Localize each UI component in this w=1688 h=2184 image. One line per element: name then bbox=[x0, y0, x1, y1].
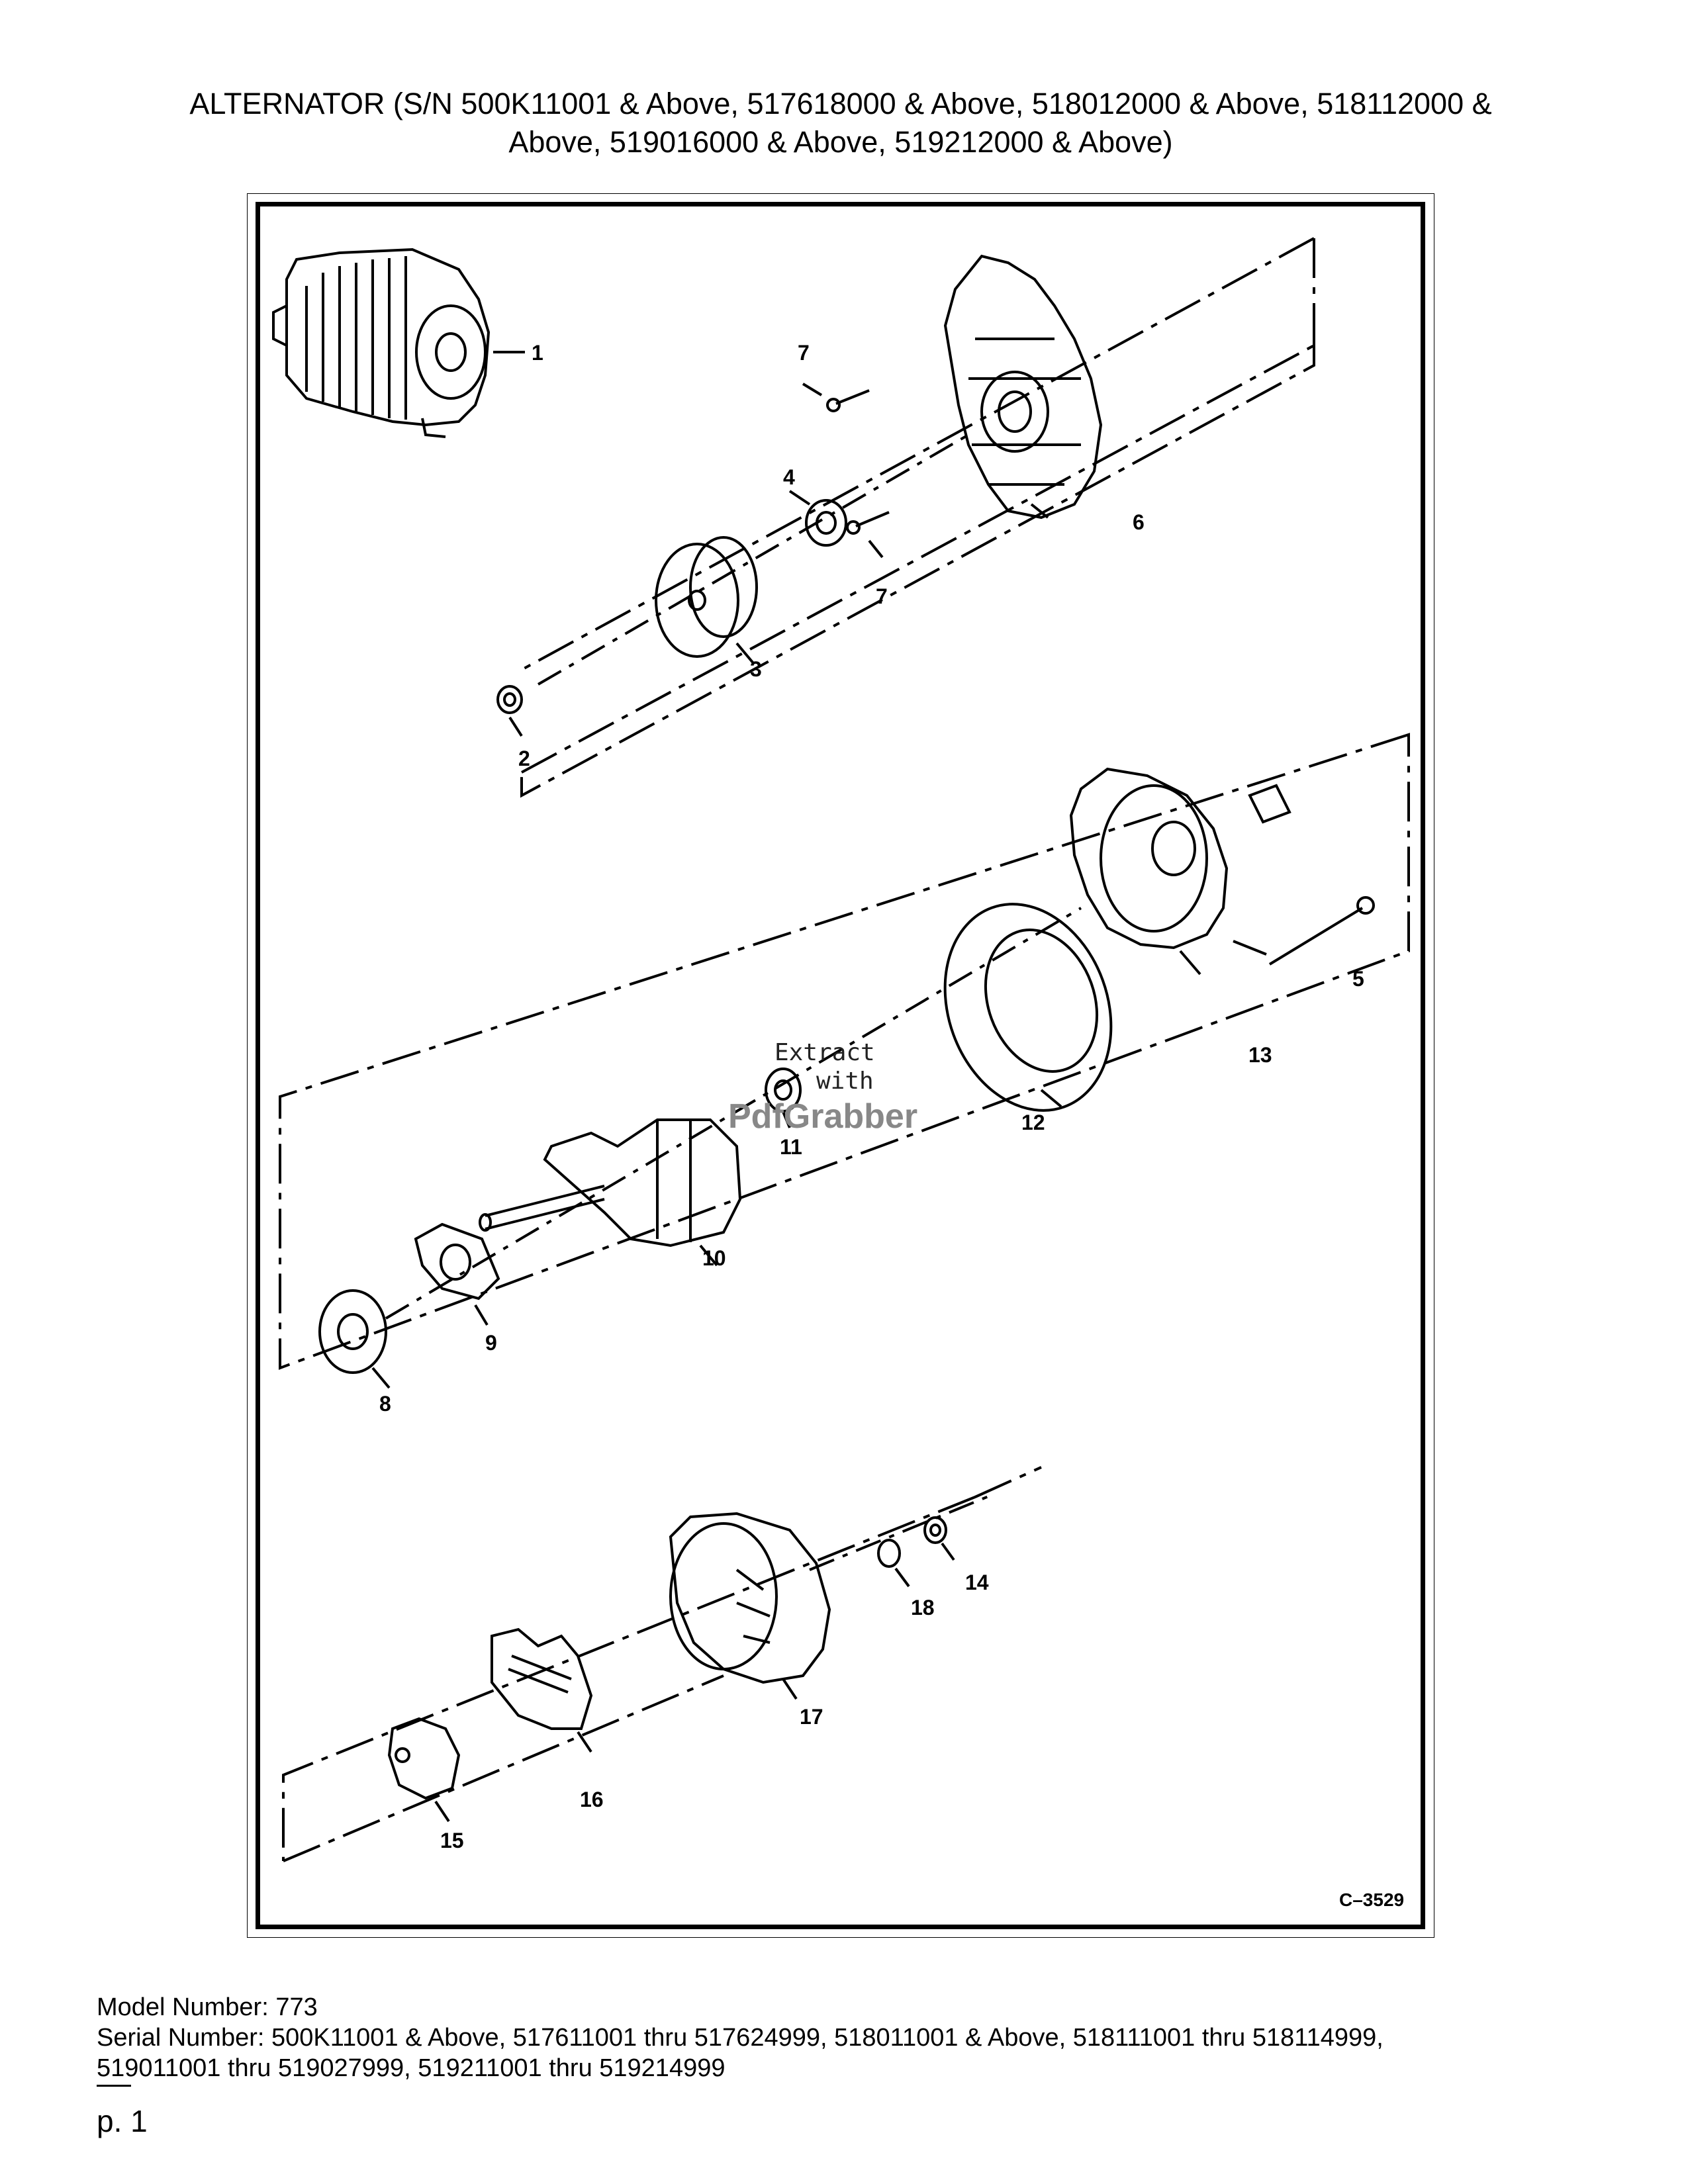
callout-8: 8 bbox=[379, 1392, 391, 1416]
callout-13: 13 bbox=[1248, 1043, 1272, 1067]
part-bushing bbox=[1248, 784, 1291, 824]
part-stator bbox=[943, 903, 1113, 1112]
part-bearing-8 bbox=[318, 1289, 387, 1374]
page-number: p. 1 bbox=[97, 2104, 148, 2138]
part-rear-cover bbox=[669, 1512, 831, 1684]
part-retainer-plate bbox=[414, 1222, 500, 1300]
axis-middle bbox=[385, 907, 1082, 1320]
callout-3: 3 bbox=[750, 657, 762, 681]
callout-10: 10 bbox=[702, 1246, 726, 1270]
page-title: ALTERNATOR (S/N 500K11001 & Above, 51761… bbox=[79, 85, 1602, 161]
section-frame-rear bbox=[282, 1466, 1042, 1862]
leader-lines bbox=[371, 383, 1267, 1823]
callout-16: 16 bbox=[580, 1788, 604, 1811]
part-bearing-4 bbox=[805, 499, 847, 547]
callout-14: 14 bbox=[965, 1570, 989, 1594]
part-rotor bbox=[479, 1118, 742, 1248]
callout-7-upper: 7 bbox=[798, 341, 810, 365]
part-alternator-assembly bbox=[272, 248, 491, 438]
part-through-bolt-5 bbox=[1268, 896, 1375, 966]
page-divider bbox=[97, 2085, 131, 2087]
callout-11: 11 bbox=[780, 1135, 802, 1159]
part-spacer-18 bbox=[877, 1539, 901, 1568]
footer-info: Model Number: 773 Serial Number: 500K110… bbox=[97, 1992, 1383, 2083]
callout-5: 5 bbox=[1352, 967, 1364, 991]
callout-18: 18 bbox=[911, 1596, 935, 1619]
part-regulator bbox=[491, 1627, 593, 1730]
exploded-parts-diagram: 1 2 3 4 5 6 7 7 8 9 10 11 12 13 14 15 16… bbox=[272, 237, 1410, 1910]
callout-1: 1 bbox=[532, 341, 543, 365]
part-bolt-7-upper bbox=[826, 389, 870, 412]
serial-number-line-1: Serial Number: 500K11001 & Above, 517611… bbox=[97, 2024, 1383, 2052]
watermark-line-3: PdfGrabber bbox=[728, 1097, 917, 1136]
part-bolt-7-lower bbox=[846, 511, 890, 535]
title-line-1: ALTERNATOR (S/N 500K11001 & Above, 51761… bbox=[189, 87, 1492, 120]
part-rear-housing bbox=[1069, 767, 1229, 950]
callout-2: 2 bbox=[518, 747, 530, 770]
watermark-line-2: with bbox=[816, 1068, 874, 1095]
section-frame-middle bbox=[279, 733, 1410, 1370]
callout-15: 15 bbox=[440, 1829, 464, 1852]
figure-inner-border bbox=[256, 202, 1425, 1929]
part-brush-holder bbox=[387, 1717, 461, 1800]
model-number: Model Number: 773 bbox=[97, 1993, 318, 2021]
section-frame-front bbox=[520, 237, 1315, 798]
figure-code: C–3529 bbox=[1339, 1889, 1404, 1910]
part-pulley bbox=[655, 536, 758, 658]
part-front-housing bbox=[943, 254, 1103, 520]
callout-17: 17 bbox=[800, 1705, 823, 1729]
figure-outer-border bbox=[247, 193, 1434, 1938]
callout-4: 4 bbox=[783, 465, 795, 489]
watermark-line-1: Extract bbox=[774, 1039, 875, 1066]
part-nut-2 bbox=[496, 685, 523, 714]
callout-7-lower: 7 bbox=[876, 584, 888, 608]
axis-rear bbox=[809, 1492, 996, 1571]
pdfgrabber-watermark: Extract with PdfGrabber bbox=[728, 1039, 917, 1136]
serial-number-line-2: 519011001 thru 519027999, 519211001 thru… bbox=[97, 2054, 726, 2082]
part-nut-14 bbox=[923, 1516, 947, 1544]
callout-9: 9 bbox=[485, 1331, 497, 1355]
part-bearing-11 bbox=[765, 1068, 802, 1113]
callout-12: 12 bbox=[1021, 1111, 1045, 1134]
axis-front bbox=[537, 433, 970, 686]
callout-6: 6 bbox=[1133, 510, 1145, 534]
title-line-2: Above, 519016000 & Above, 519212000 & Ab… bbox=[508, 125, 1173, 159]
